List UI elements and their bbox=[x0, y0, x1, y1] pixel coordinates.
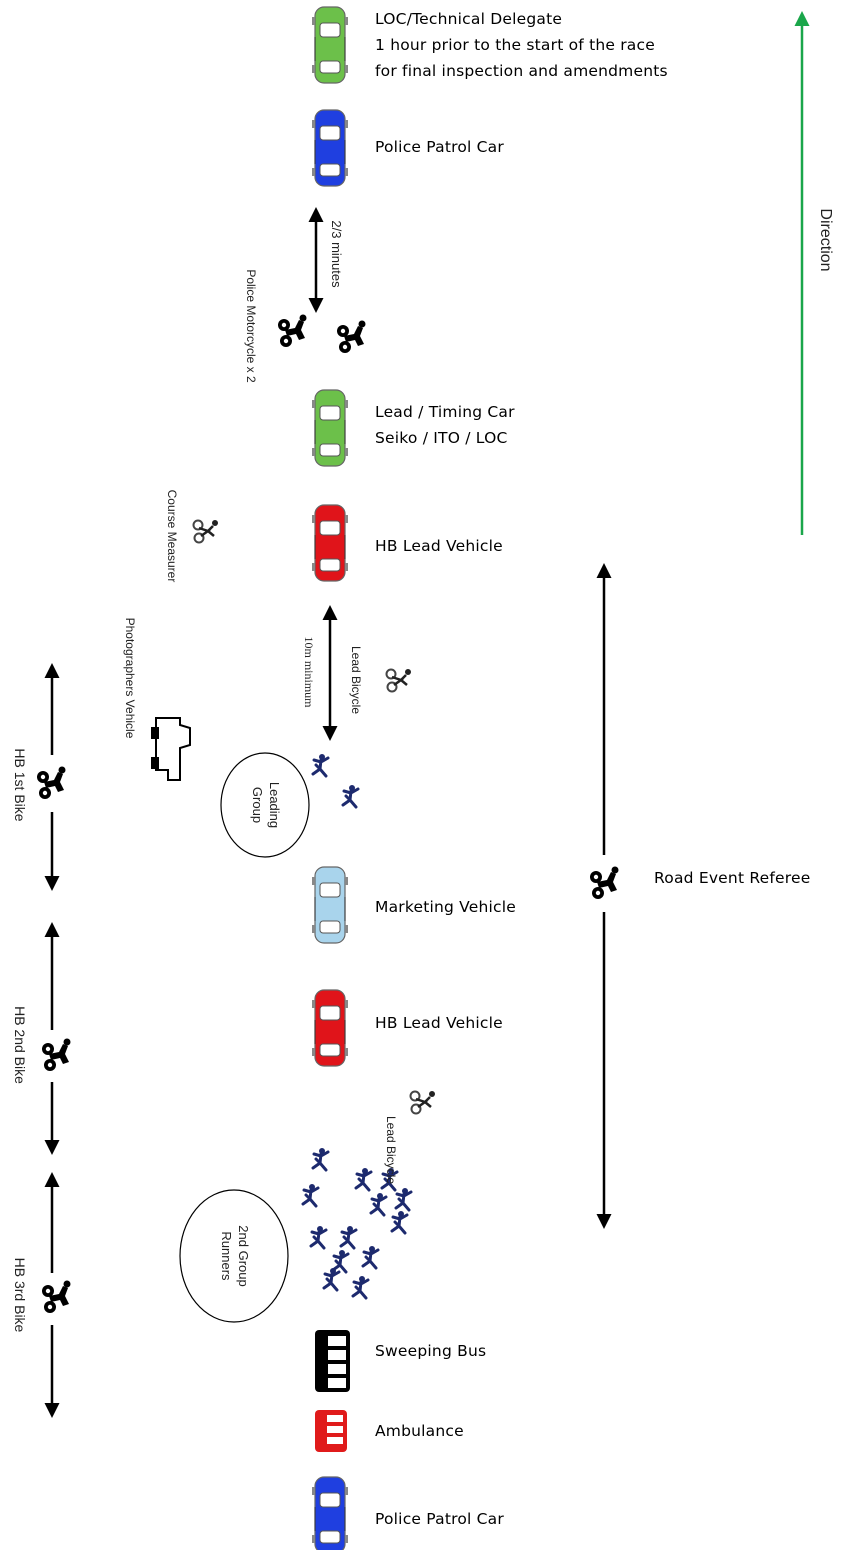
police-patrol-label: Police Patrol Car bbox=[375, 1510, 504, 1528]
runner-icon bbox=[341, 783, 360, 809]
leading-group-ellipse bbox=[220, 752, 310, 858]
police-car-icon bbox=[311, 109, 349, 187]
bicycle-icon bbox=[409, 1089, 437, 1115]
loc-car-icon bbox=[311, 6, 349, 84]
motorcycle-icon bbox=[278, 314, 307, 347]
hb-lead-vehicle-icon bbox=[311, 504, 349, 582]
runner-icon bbox=[311, 752, 330, 778]
course-measurer-label: Course Measurer bbox=[165, 489, 179, 583]
photographers-vehicle-label: Photographers Vehicle bbox=[123, 617, 137, 739]
motorcycle-icon bbox=[37, 766, 66, 799]
hb-lead-vehicle-icon bbox=[311, 989, 349, 1067]
police-car-icon bbox=[311, 1476, 349, 1550]
motorcycle-icon bbox=[42, 1038, 71, 1071]
motorcycle-icon bbox=[42, 1280, 71, 1313]
second-group-text: 2nd Group Runners bbox=[219, 1225, 251, 1287]
bus-icon bbox=[315, 1330, 350, 1392]
hb-lead-vehicle-label: HB Lead Vehicle bbox=[375, 1014, 503, 1032]
hb-1st-bike-label: HB 1st Bike bbox=[12, 748, 28, 822]
police-patrol-label: Police Patrol Car bbox=[375, 138, 504, 156]
ten-m-minimum-label: 10m minimum bbox=[302, 636, 316, 708]
second-group-ellipse bbox=[179, 1189, 289, 1323]
sweeping-bus-label: Sweeping Bus bbox=[375, 1342, 487, 1360]
ambulance-label: Ambulance bbox=[375, 1422, 464, 1440]
loc-delegate-label: LOC/Technical Delegate 1 hour prior to t… bbox=[375, 10, 668, 80]
motorcycle-icon bbox=[337, 320, 366, 353]
lead-timing-car-icon bbox=[311, 389, 349, 467]
direction-label: Direction bbox=[817, 208, 834, 272]
hb-3rd-bike-label: HB 3rd Bike bbox=[12, 1257, 28, 1333]
photographer-truck-icon bbox=[151, 717, 191, 781]
hb-lead-vehicle-label: HB Lead Vehicle bbox=[375, 537, 503, 555]
lead-bicycle-label: Lead Bicycle bbox=[349, 645, 363, 715]
hb-2nd-bike-label: HB 2nd Bike bbox=[12, 1006, 28, 1084]
marketing-vehicle-icon bbox=[311, 866, 349, 944]
marketing-vehicle-label: Marketing Vehicle bbox=[375, 898, 517, 916]
bicycle-icon bbox=[192, 518, 220, 544]
gap-minutes-label: 2/3 minutes bbox=[329, 220, 344, 288]
road-event-referee-label: Road Event Referee bbox=[654, 869, 811, 887]
lead-bicycle-label: Lead Bicycle bbox=[384, 1115, 398, 1185]
police-motorcycle-label: Police Motorcycle x 2 bbox=[244, 269, 258, 383]
leading-group-text: Leading Group bbox=[250, 781, 282, 829]
lead-timing-label: Lead / Timing Car Seiko / ITO / LOC bbox=[375, 403, 515, 447]
ambulance-icon bbox=[315, 1410, 347, 1452]
bicycle-icon bbox=[385, 667, 413, 693]
motorcycle-icon bbox=[590, 866, 619, 899]
